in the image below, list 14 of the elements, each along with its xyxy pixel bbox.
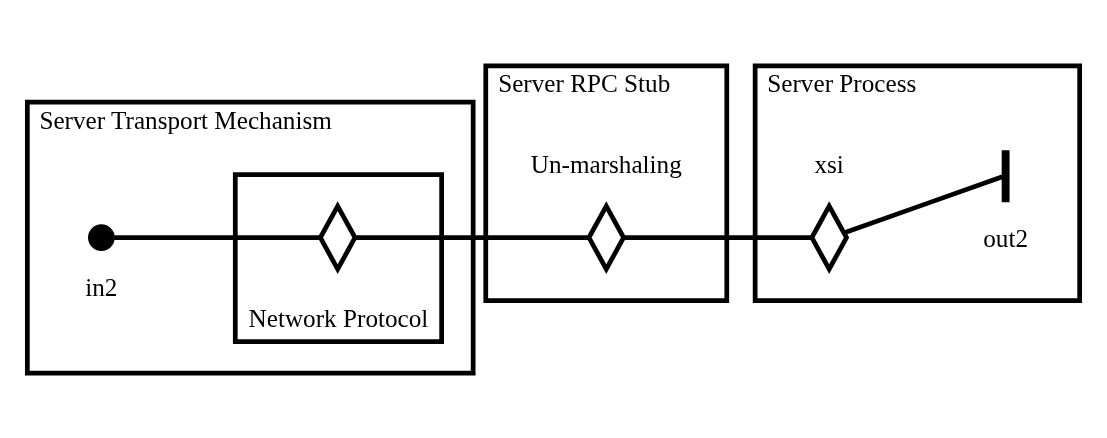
node-cross xyxy=(586,200,627,274)
node-label: xsi xyxy=(814,150,844,178)
connector xyxy=(114,234,321,240)
connector xyxy=(623,234,812,240)
node-circle xyxy=(87,223,115,251)
connector xyxy=(355,234,589,240)
node-label: out2 xyxy=(983,224,1029,252)
node-label: in2 xyxy=(85,273,118,301)
cluster: Network Protocol xyxy=(232,171,444,344)
node-cross xyxy=(317,200,358,274)
node-cross xyxy=(809,200,850,274)
node-label: Un-marshaling xyxy=(530,150,682,178)
node-bar xyxy=(1001,149,1010,202)
connector xyxy=(843,174,1004,235)
